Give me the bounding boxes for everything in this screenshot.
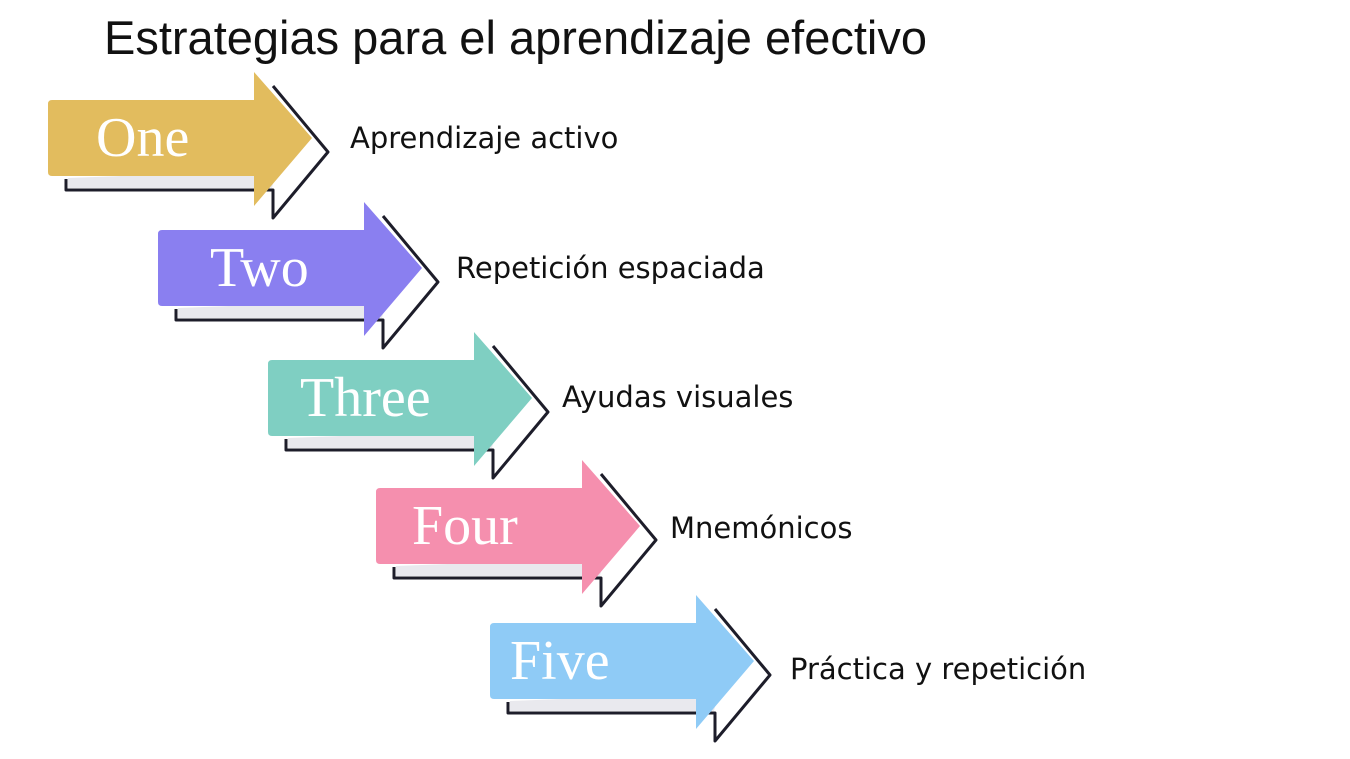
- step-four: Four: [376, 460, 676, 610]
- step-five: Five: [490, 595, 790, 745]
- step-three-label: Ayudas visuales: [562, 380, 794, 414]
- page-title: Estrategias para el aprendizaje efectivo: [104, 11, 927, 64]
- step-five-label: Práctica y repetición: [790, 652, 1087, 686]
- step-four-word: Four: [412, 495, 518, 557]
- step-one: One: [48, 72, 348, 222]
- step-two: Two: [158, 202, 458, 352]
- arrow-two-icon: [158, 202, 440, 350]
- step-three: Three: [268, 332, 568, 482]
- step-five-word: Five: [510, 630, 610, 692]
- arrow-one-icon: [48, 72, 330, 220]
- arrow-four-icon: [376, 460, 658, 608]
- step-one-word: One: [96, 107, 190, 169]
- step-two-label: Repetición espaciada: [456, 251, 765, 285]
- step-two-word: Two: [210, 237, 309, 299]
- step-four-label: Mnemónicos: [670, 511, 853, 545]
- step-one-label: Aprendizaje activo: [350, 121, 619, 155]
- step-three-word: Three: [300, 367, 431, 429]
- arrow-five-icon: [490, 595, 772, 743]
- arrow-three-icon: [268, 332, 550, 480]
